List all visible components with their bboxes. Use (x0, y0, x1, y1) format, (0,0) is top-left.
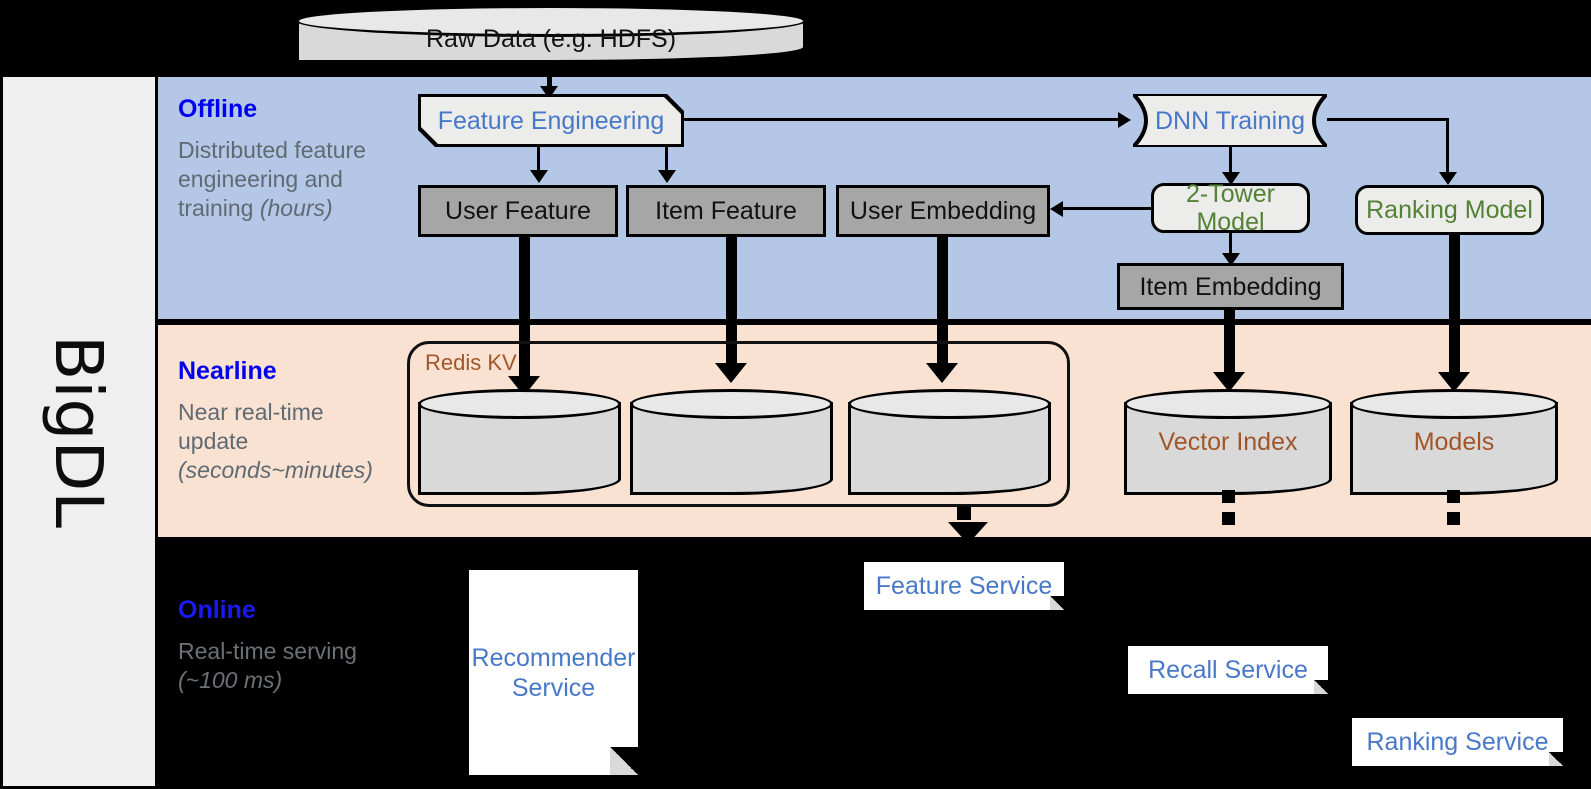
node-user-embedding-label: User Embedding (849, 197, 1037, 225)
online-caption: Online Real-time serving (~100 ms) (178, 596, 383, 695)
edge-fe-userfeature-arrow (530, 170, 548, 183)
pipe-itememb-vectorindex-arrow (1213, 372, 1245, 392)
pipe-rankingmodel-models-arrow (1438, 372, 1470, 392)
node-ranking-model-label: Ranking Model (1366, 196, 1533, 224)
stub-feature-service-arrow (948, 522, 988, 544)
pipe-itemfeature-store-arrow (715, 363, 747, 383)
recall-service-card[interactable]: Recall Service (1128, 646, 1328, 694)
vector-index-label: Vector Index (1158, 427, 1298, 456)
redis-kv-label: Redis KV (425, 350, 517, 375)
edge-fe-itemfeature-arrow (658, 170, 676, 183)
store-item-feature-cylinder[interactable] (630, 389, 833, 495)
edge-twotower-itememb (1229, 233, 1232, 259)
node-two-tower-model[interactable]: 2-Tower Model (1151, 180, 1310, 236)
edge-rawdata-fe (547, 63, 552, 91)
pipe-userembedding-store (937, 237, 948, 373)
node-user-feature-label: User Feature (445, 197, 591, 225)
stub-models-1 (1447, 490, 1460, 503)
node-feature-engineering-label: Feature Engineering (437, 106, 665, 135)
edge-fe-dnn (684, 118, 1119, 121)
node-ranking-model[interactable]: Ranking Model (1355, 185, 1544, 235)
edge-dnn-twotower-arrow (1222, 172, 1240, 185)
recommender-service-label: Recommender Service (471, 643, 636, 702)
card-shape (1133, 94, 1327, 147)
pipe-itememb-vectorindex (1224, 310, 1235, 382)
stub-vector-index-1 (1222, 490, 1235, 503)
redis-kv-container (407, 341, 1070, 507)
edge-dnn-ranking-h (1327, 118, 1449, 121)
offline-caption: Offline Distributed feature engineering … (178, 95, 383, 224)
store-item-feature-label (630, 389, 833, 495)
node-item-embedding-label: Item Embedding (1139, 272, 1322, 301)
models-cylinder[interactable]: Models (1350, 389, 1558, 495)
node-item-feature[interactable]: Item Feature (626, 185, 826, 237)
pipe-userfeature-store (519, 237, 530, 388)
bigdl-rail: BigDL (3, 77, 155, 786)
recall-service-label: Recall Service (1148, 656, 1308, 684)
online-title: Online (178, 596, 256, 624)
stub-vector-index-2 (1222, 512, 1235, 525)
ranking-service-card[interactable]: Ranking Service (1352, 718, 1563, 766)
pipe-itemfeature-store (726, 237, 737, 373)
node-user-feature[interactable]: User Feature (418, 185, 618, 237)
ranking-service-label: Ranking Service (1366, 728, 1549, 756)
offline-description: Distributed feature engineering and trai… (178, 136, 366, 222)
nearline-description: Near real-time update (seconds~minutes) (178, 398, 373, 484)
pipe-rankingmodel-models (1449, 235, 1460, 382)
bigdl-rail-label: BigDL (3, 77, 155, 786)
bigdl-text: BigDL (40, 334, 118, 529)
stub-models-2 (1447, 512, 1460, 525)
edge-twotower-userembedding-arrow (1050, 201, 1063, 217)
online-description: Real-time serving (~100 ms) (178, 637, 357, 693)
node-user-embedding[interactable]: User Embedding (836, 185, 1050, 237)
feature-service-card[interactable]: Feature Service (864, 562, 1064, 610)
edge-fe-dnn-arrow (1118, 112, 1131, 128)
node-item-feature-label: Item Feature (655, 197, 797, 225)
node-two-tower-model-label: 2-Tower Model (1186, 180, 1275, 236)
recommender-service-card[interactable]: Recommender Service (469, 570, 638, 775)
models-label: Models (1413, 427, 1495, 456)
nearline-caption: Nearline Near real-time update (seconds~… (178, 357, 383, 486)
nearline-title: Nearline (178, 357, 277, 385)
raw-data-label: Raw Data (e.g. HDFS) (425, 24, 677, 53)
feature-service-label: Feature Service (875, 572, 1053, 600)
edge-twotower-itememb-arrow (1222, 253, 1240, 266)
store-user-embedding-cylinder[interactable] (848, 389, 1051, 495)
node-dnn-training-label: DNN Training (1154, 106, 1306, 135)
store-user-embedding-label (848, 389, 1051, 495)
stub-feature-service-1 (957, 506, 971, 520)
node-dnn-training[interactable]: DNN Training (1133, 94, 1327, 147)
raw-data-cylinder: Raw Data (e.g. HDFS) (296, 5, 806, 63)
edge-dnn-ranking-arrow (1439, 172, 1457, 185)
edge-dnn-ranking-v (1446, 118, 1449, 176)
vector-index-cylinder[interactable]: Vector Index (1124, 389, 1332, 495)
node-feature-engineering[interactable]: Feature Engineering (418, 94, 684, 147)
node-item-embedding[interactable]: Item Embedding (1117, 263, 1344, 310)
edge-fe-userfeature (537, 147, 540, 174)
edge-twotower-userembedding (1063, 207, 1153, 210)
edge-fe-itemfeature (665, 147, 668, 174)
store-user-feature-label (418, 389, 621, 495)
edge-dnn-twotower (1229, 147, 1232, 177)
store-user-feature-cylinder[interactable] (418, 389, 621, 495)
offline-title: Offline (178, 95, 258, 123)
pipe-userembedding-store-arrow (926, 363, 958, 383)
